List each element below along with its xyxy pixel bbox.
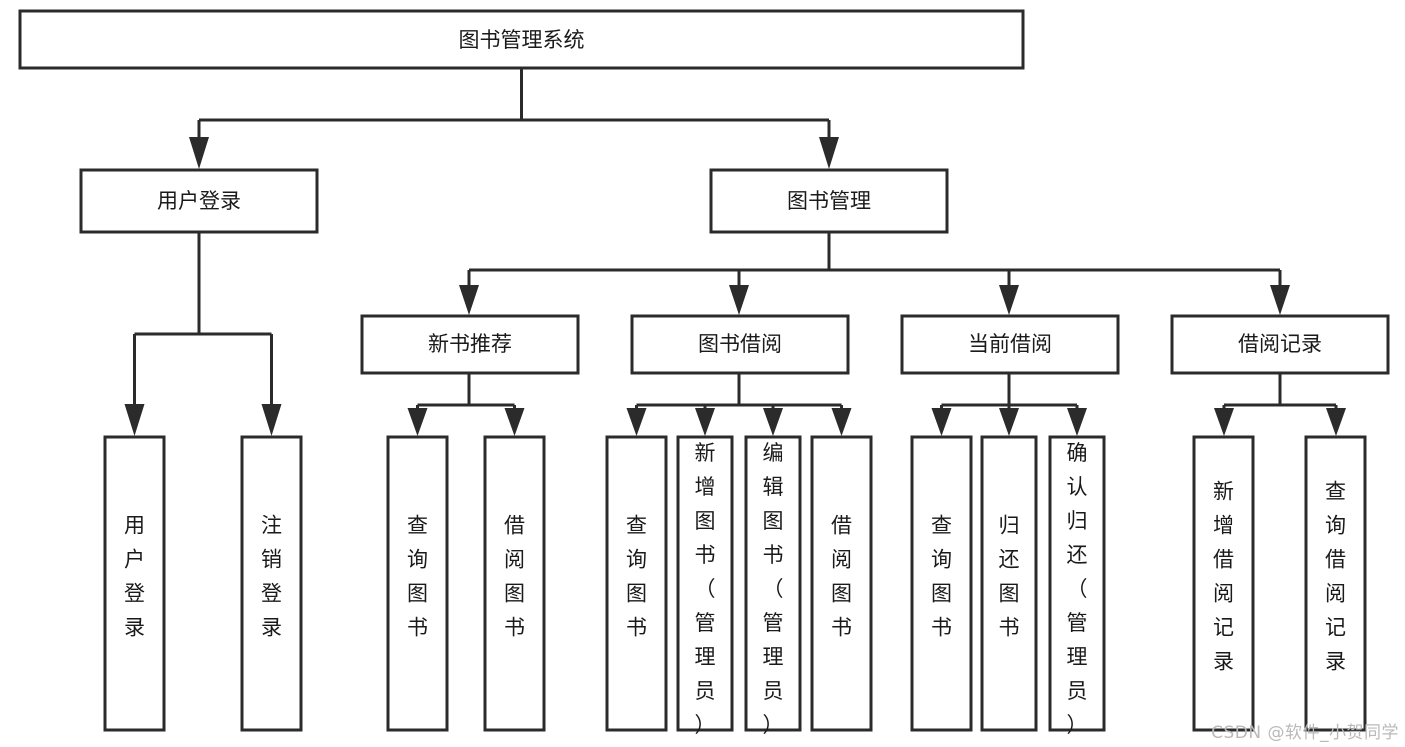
arrow-to-new-book-recommend bbox=[459, 285, 479, 315]
node-book-manage-label: 图书管理 bbox=[787, 189, 871, 213]
edges-layer bbox=[124, 68, 1346, 436]
node-leaf-confirm-return-admin-box[interactable] bbox=[1048, 435, 1106, 732]
node-leaf-borrow-book-2-box[interactable] bbox=[810, 435, 873, 732]
arrow-leaf-logout-login bbox=[261, 404, 282, 436]
arrow-leaf-confirm-return-admin bbox=[1067, 408, 1087, 436]
arrow-leaf-user-login bbox=[124, 404, 145, 436]
node-root-box[interactable] bbox=[18, 9, 1025, 70]
node-leaf-edit-book-admin[interactable]: 编辑图书（管理员） bbox=[744, 435, 802, 737]
node-leaf-user-login[interactable]: 用户登录 bbox=[103, 435, 166, 732]
arrow-leaf-add-book-admin bbox=[695, 408, 715, 436]
node-user-login-box[interactable] bbox=[79, 168, 319, 234]
arrow-leaf-query-book-2 bbox=[626, 408, 647, 436]
nodes-layer: 图书管理系统 用户登录 图书管理 新书推荐 图书借阅 bbox=[18, 9, 1390, 737]
node-leaf-borrow-book-1-box[interactable] bbox=[483, 435, 546, 732]
node-leaf-add-borrow-record-label: 新增借阅记录 bbox=[1213, 480, 1234, 674]
node-leaf-return-book-box[interactable] bbox=[980, 435, 1038, 732]
node-leaf-return-book[interactable]: 归还图书 bbox=[980, 435, 1038, 732]
node-borrow-record-label: 借阅记录 bbox=[1238, 332, 1322, 356]
node-book-manage[interactable]: 图书管理 bbox=[709, 168, 949, 234]
node-leaf-confirm-return-admin[interactable]: 确认归还（管理员） bbox=[1048, 435, 1106, 737]
node-book-borrow-label: 图书借阅 bbox=[698, 332, 782, 356]
node-leaf-add-borrow-record[interactable]: 新增借阅记录 bbox=[1192, 435, 1255, 732]
node-leaf-query-book-3-box[interactable] bbox=[910, 435, 973, 732]
node-leaf-query-book-3[interactable]: 查询图书 bbox=[910, 435, 973, 732]
node-current-borrow[interactable]: 当前借阅 bbox=[900, 314, 1120, 375]
node-leaf-user-login-box[interactable] bbox=[103, 435, 166, 732]
node-user-login-label: 用户登录 bbox=[157, 189, 241, 213]
arrow-to-book-manage bbox=[819, 137, 839, 169]
node-book-borrow-box[interactable] bbox=[630, 314, 850, 375]
arrow-leaf-edit-book-admin bbox=[763, 408, 783, 436]
node-leaf-logout-login-box[interactable] bbox=[240, 435, 303, 732]
arrow-leaf-query-borrow-record bbox=[1326, 408, 1346, 436]
arrow-to-current-borrow bbox=[999, 285, 1019, 315]
node-book-manage-box[interactable] bbox=[709, 168, 949, 234]
node-leaf-query-book-2-box[interactable] bbox=[605, 435, 668, 732]
node-new-book-recommend[interactable]: 新书推荐 bbox=[360, 314, 580, 375]
node-leaf-query-book-3-label: 查询图书 bbox=[931, 514, 952, 640]
arrow-leaf-borrow-book-1 bbox=[504, 408, 525, 436]
arrow-leaf-return-book bbox=[999, 408, 1019, 436]
node-leaf-borrow-book-2[interactable]: 借阅图书 bbox=[810, 435, 873, 732]
arrow-leaf-query-book-1 bbox=[407, 408, 428, 436]
node-borrow-record-box[interactable] bbox=[1170, 314, 1390, 375]
arrow-to-book-borrow bbox=[729, 285, 749, 315]
node-borrow-record[interactable]: 借阅记录 bbox=[1170, 314, 1390, 375]
node-leaf-query-book-1-box[interactable] bbox=[386, 435, 449, 732]
arrow-leaf-query-book-3 bbox=[931, 408, 952, 436]
node-current-borrow-label: 当前借阅 bbox=[968, 332, 1052, 356]
node-leaf-borrow-book-2-label: 借阅图书 bbox=[831, 514, 852, 640]
node-leaf-logout-login-label: 注销登录 bbox=[261, 514, 282, 640]
node-leaf-borrow-book-1-label: 借阅图书 bbox=[504, 514, 525, 640]
node-leaf-add-book-admin-label: 新增图书（管理员） bbox=[695, 441, 716, 737]
arrow-leaf-add-borrow-record bbox=[1214, 408, 1234, 436]
arrow-to-user-login bbox=[189, 137, 209, 169]
node-root-label: 图书管理系统 bbox=[459, 28, 585, 52]
node-leaf-query-book-1[interactable]: 查询图书 bbox=[386, 435, 449, 732]
node-leaf-edit-book-admin-label: 编辑图书（管理员） bbox=[763, 441, 784, 737]
node-new-book-recommend-box[interactable] bbox=[360, 314, 580, 375]
node-new-book-recommend-label: 新书推荐 bbox=[428, 332, 512, 356]
node-leaf-query-book-1-label: 查询图书 bbox=[407, 514, 428, 640]
node-leaf-logout-login[interactable]: 注销登录 bbox=[240, 435, 303, 732]
node-leaf-borrow-book-1[interactable]: 借阅图书 bbox=[483, 435, 546, 732]
arrow-to-borrow-record bbox=[1270, 285, 1290, 315]
node-leaf-confirm-return-admin-label: 确认归还（管理员） bbox=[1067, 441, 1088, 737]
node-leaf-query-borrow-record[interactable]: 查询借阅记录 bbox=[1304, 435, 1367, 732]
node-leaf-query-book-2[interactable]: 查询图书 bbox=[605, 435, 668, 732]
node-leaf-add-book-admin-box[interactable] bbox=[676, 435, 734, 732]
node-leaf-add-book-admin[interactable]: 新增图书（管理员） bbox=[676, 435, 734, 737]
node-leaf-query-borrow-record-box[interactable] bbox=[1304, 435, 1367, 732]
node-user-login[interactable]: 用户登录 bbox=[79, 168, 319, 234]
arrow-leaf-borrow-book-2 bbox=[831, 408, 852, 436]
node-root[interactable]: 图书管理系统 bbox=[18, 9, 1025, 70]
node-leaf-add-borrow-record-box[interactable] bbox=[1192, 435, 1255, 732]
node-leaf-query-book-2-label: 查询图书 bbox=[626, 514, 647, 640]
node-current-borrow-box[interactable] bbox=[900, 314, 1120, 375]
node-book-borrow[interactable]: 图书借阅 bbox=[630, 314, 850, 375]
node-leaf-return-book-label: 归还图书 bbox=[999, 514, 1020, 640]
node-leaf-query-borrow-record-label: 查询借阅记录 bbox=[1325, 480, 1346, 674]
node-leaf-edit-book-admin-box[interactable] bbox=[744, 435, 802, 732]
node-leaf-user-login-label: 用户登录 bbox=[124, 514, 145, 640]
